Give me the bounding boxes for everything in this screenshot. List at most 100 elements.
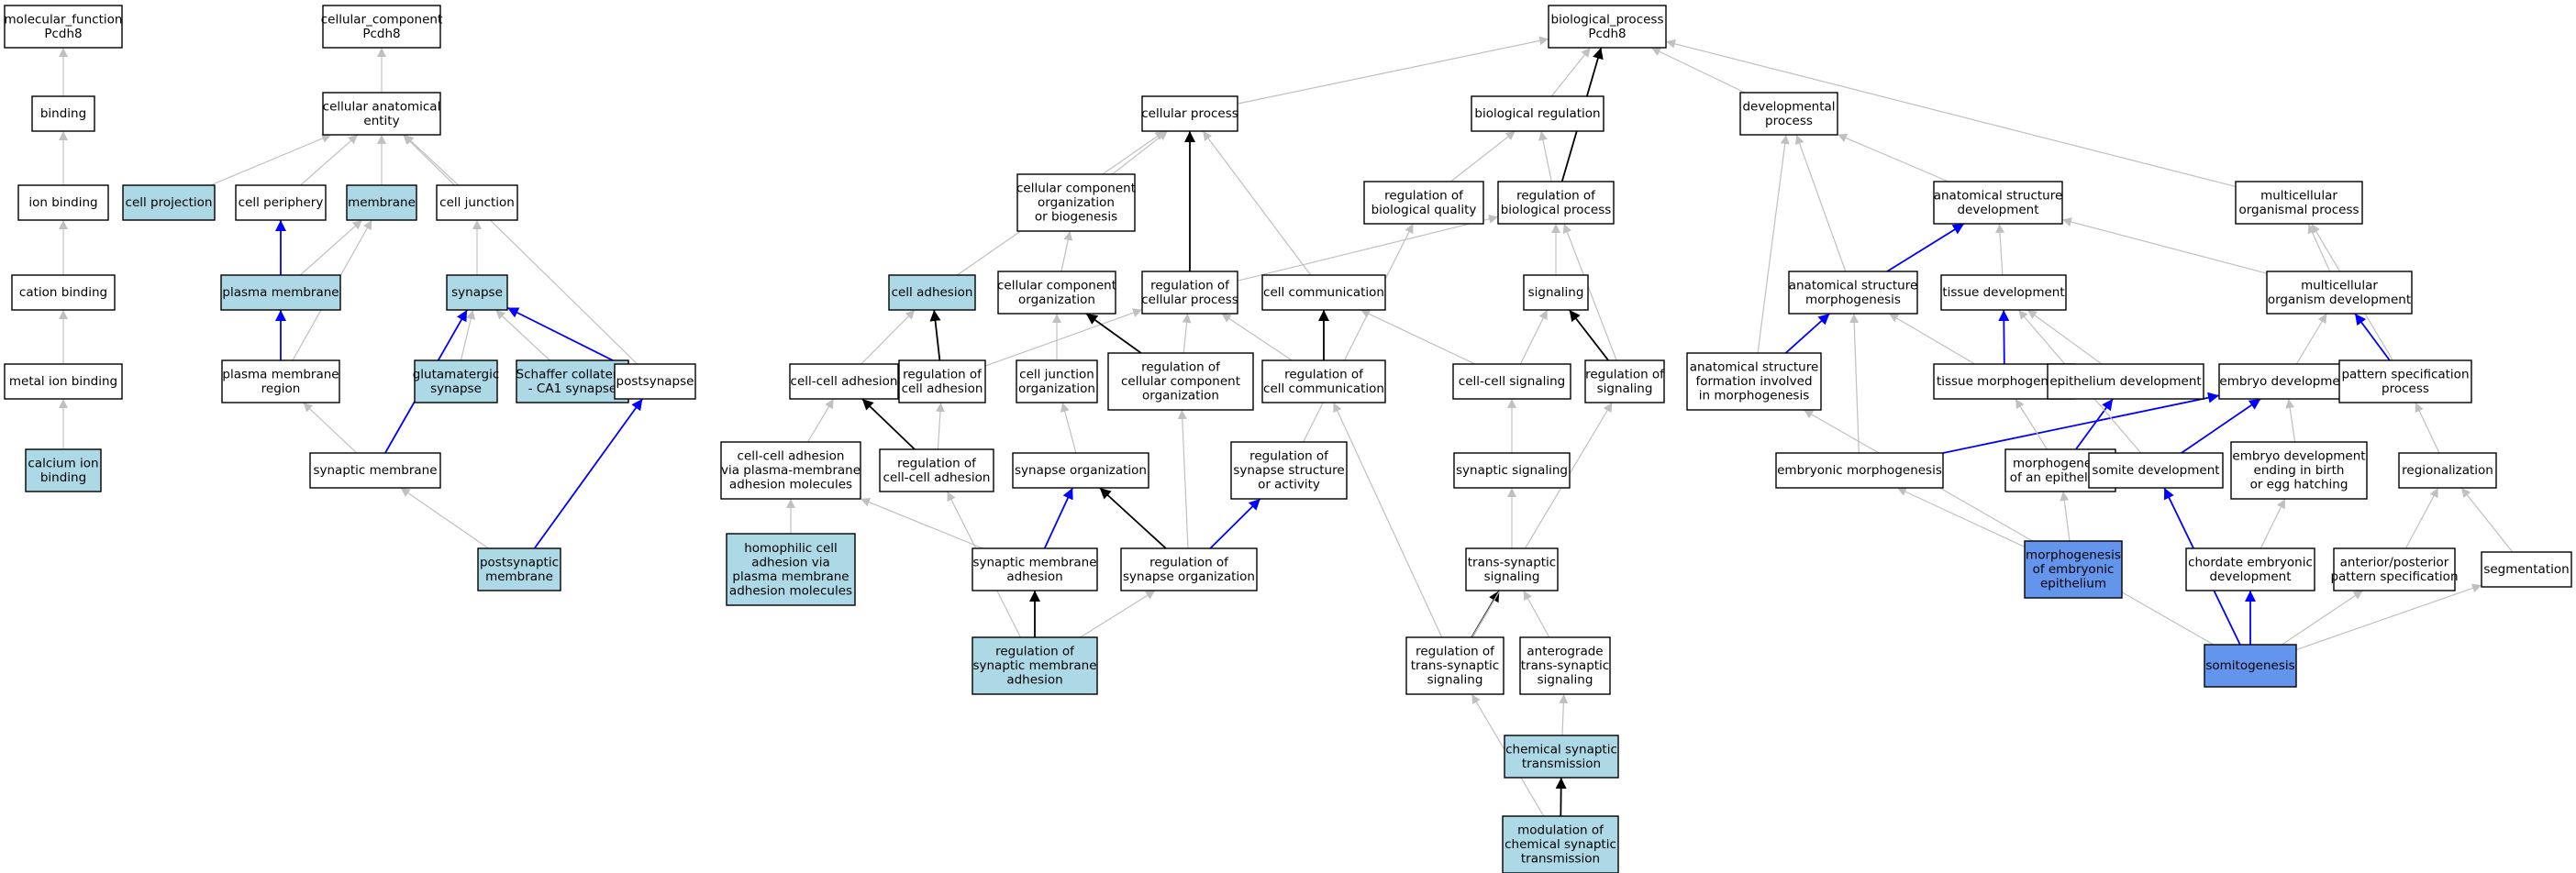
- node-label: organization: [1018, 293, 1095, 307]
- go-term-node-somite-dev[interactable]: somite development: [2088, 452, 2224, 489]
- node-label: organization: [1142, 389, 1219, 403]
- go-term-node-cell-adhesion[interactable]: cell adhesion: [888, 274, 976, 311]
- edge-asm-to-dev_process: [1794, 134, 1847, 272]
- node-box: [888, 274, 976, 311]
- go-term-node-synapse-org[interactable]: synapse organization: [1012, 452, 1149, 489]
- go-term-node-cc-adhesion[interactable]: cell-cell adhesion: [789, 363, 899, 400]
- node-box: [2024, 540, 2123, 599]
- go-term-node-embryonic-morph[interactable]: embryonic morphogenesis: [1775, 452, 1944, 489]
- go-term-node-ion-binding[interactable]: ion binding: [17, 184, 109, 221]
- go-term-node-bio-reg[interactable]: biological regulation: [1471, 95, 1604, 132]
- node-label: epithelium development: [2049, 374, 2201, 389]
- edge-chem_syn-to-antero_trans: [1559, 693, 1569, 736]
- go-term-node-segmentation[interactable]: segmentation: [2481, 551, 2572, 588]
- go-term-node-membrane[interactable]: membrane: [346, 184, 417, 221]
- node-label: chemical synaptic: [1505, 742, 1617, 757]
- go-term-node-postsynapse[interactable]: postsynapse: [614, 363, 696, 400]
- go-term-node-cell-projection[interactable]: cell projection: [122, 184, 216, 221]
- go-term-node-schaffer[interactable]: Schaffer collateral- CA1 synapse: [516, 359, 629, 403]
- go-term-node-signaling[interactable]: signaling: [1523, 274, 1589, 311]
- edge-plasma_membrane-to-membrane: [299, 219, 363, 276]
- go-term-node-cell-periphery[interactable]: cell periphery: [235, 184, 327, 221]
- go-term-node-cellular-process[interactable]: cellular process: [1141, 95, 1238, 132]
- node-label: regulation of: [1149, 555, 1229, 569]
- node-box: [1405, 636, 1505, 695]
- edge-somitogenesis-to-ap_pattern: [2282, 590, 2363, 646]
- go-term-node-tissue-dev[interactable]: tissue development: [1940, 274, 2067, 311]
- go-term-node-cc-signaling[interactable]: cell-cell signaling: [1452, 363, 1571, 400]
- node-label: synapse structure: [1233, 463, 1344, 478]
- go-term-node-binding[interactable]: binding: [31, 95, 95, 132]
- go-term-node-plasma-membrane[interactable]: plasma membrane: [220, 274, 341, 311]
- go-term-node-cell-junction[interactable]: cell junction: [436, 184, 518, 221]
- go-term-node-epi-dev[interactable]: epithelium development: [2047, 363, 2204, 400]
- go-term-node-embryo-dev[interactable]: embryo development: [2218, 363, 2354, 400]
- node-box: [1523, 274, 1589, 311]
- node-label: adhesion: [1006, 569, 1062, 584]
- edge-reg_syn_mem_adh-to-reg_syn_org: [1080, 590, 1156, 638]
- edge-schaffer-to-synapse: [494, 309, 550, 361]
- edge-syn_mem_adh-to-cc_adh_pm: [860, 497, 983, 549]
- go-term-node-cation-binding[interactable]: cation binding: [11, 274, 116, 311]
- node-label: developmental: [1742, 99, 1835, 114]
- go-term-node-syn-signaling[interactable]: synaptic signaling: [1453, 452, 1571, 489]
- node-label: biological quality: [1371, 203, 1477, 217]
- edge-tissue_morph-to-asm: [1888, 313, 1975, 365]
- edge-bio_reg-to-bp: [1550, 47, 1592, 97]
- node-label: cellular process: [1141, 106, 1238, 121]
- node-label: ion binding: [28, 195, 97, 210]
- go-term-node-synapse[interactable]: synapse: [446, 274, 508, 311]
- go-term-node-cell-comm[interactable]: cell communication: [1261, 274, 1386, 311]
- node-box: [898, 359, 986, 403]
- edge-synaptic_membrane-to-pm_region: [303, 402, 358, 454]
- node-box: [879, 448, 994, 492]
- edge-dev_process-to-bp: [1650, 47, 1746, 94]
- go-term-node-regionalization[interactable]: regionalization: [2398, 452, 2497, 489]
- go-term-node-metal-ion-binding[interactable]: metal ion binding: [4, 363, 123, 400]
- go-term-node-somitogenesis[interactable]: somitogenesis: [2204, 644, 2297, 688]
- go-term-node-synaptic-membrane[interactable]: synaptic membrane: [309, 452, 441, 489]
- node-label: region: [261, 381, 301, 396]
